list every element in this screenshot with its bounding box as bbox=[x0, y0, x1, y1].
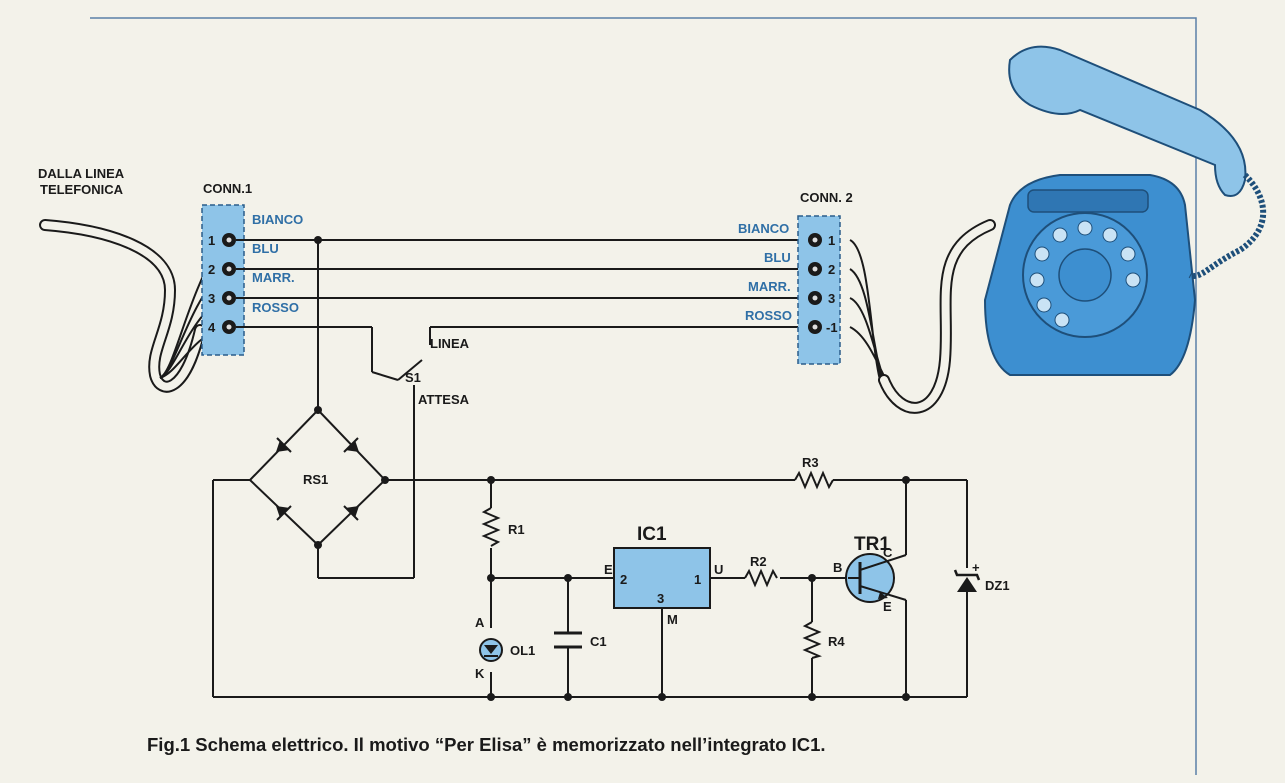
bridge-rs1: RS1 bbox=[249, 406, 389, 549]
r4-label: R4 bbox=[828, 634, 845, 649]
conn1-pin-3: 3 bbox=[208, 291, 215, 306]
switch-label: S1 bbox=[405, 370, 421, 385]
ic1-pin-u: U bbox=[714, 562, 723, 577]
tr1-label: TR1 bbox=[854, 534, 890, 555]
conn1-pin-2: 2 bbox=[208, 262, 215, 277]
resistor-r3-symbol bbox=[794, 470, 834, 490]
conn1-wire-blu: BLU bbox=[252, 241, 279, 256]
phone-cable bbox=[849, 219, 996, 414]
ic1-body bbox=[613, 547, 711, 609]
tr1-pin-b: B bbox=[833, 560, 842, 575]
conn1-pins: 1 2 3 4 bbox=[208, 233, 236, 335]
led-ol1-symbol bbox=[479, 638, 503, 662]
telephone-illustration bbox=[983, 45, 1267, 376]
resistor-r4-symbol bbox=[802, 621, 822, 659]
conn2-wire-rosso: ROSSO bbox=[745, 308, 792, 323]
r3-label: R3 bbox=[802, 455, 819, 470]
figure-caption: Fig.1 Schema elettrico. Il motivo “Per E… bbox=[147, 734, 826, 755]
switch-pos-attesa: ATTESA bbox=[418, 392, 470, 407]
conn1-wire-bianco: BIANCO bbox=[252, 212, 303, 227]
conn2-label: CONN. 2 bbox=[800, 190, 853, 205]
figure-frame bbox=[90, 17, 1197, 775]
line-source-label-1: DALLA LINEA bbox=[38, 166, 125, 181]
ic1-pin-m: M bbox=[667, 612, 678, 627]
zener-label: DZ1 bbox=[985, 578, 1010, 593]
ic1-pin-3: 3 bbox=[657, 591, 664, 606]
transistor-tr1-symbol bbox=[845, 553, 907, 603]
led-cathode-label: K bbox=[475, 666, 485, 681]
conn1-wire-marr: MARR. bbox=[252, 270, 295, 285]
line-source-label-2: TELEFONICA bbox=[40, 182, 124, 197]
conn1-wire-rosso: ROSSO bbox=[252, 300, 299, 315]
ic1-pin-e: E bbox=[604, 562, 613, 577]
trunk-wires bbox=[236, 236, 808, 578]
conn2-pin-3: 3 bbox=[828, 291, 835, 306]
tr1-pin-c: C bbox=[883, 545, 893, 560]
resistor-r2-symbol bbox=[744, 568, 778, 588]
c1-label: C1 bbox=[590, 634, 607, 649]
capacitor-c1-symbol bbox=[554, 631, 582, 649]
tr1-pin-e: E bbox=[883, 599, 892, 614]
conn1-label: CONN.1 bbox=[203, 181, 252, 196]
conn2-pins: 1 2 3 -1 bbox=[808, 233, 838, 335]
zener-plus-label: + bbox=[972, 560, 980, 575]
conn2-pin-1: 1 bbox=[828, 233, 835, 248]
conn2-wire-marr: MARR. bbox=[748, 279, 791, 294]
circuit-wiring bbox=[212, 476, 968, 701]
incoming-cable bbox=[39, 219, 223, 393]
r2-label: R2 bbox=[750, 554, 767, 569]
zener-dz1-symbol bbox=[953, 569, 981, 592]
resistor-r1-symbol bbox=[481, 507, 501, 547]
conn2-wire-blu: BLU bbox=[764, 250, 791, 265]
conn2-pin-4: -1 bbox=[826, 320, 838, 335]
ic1-label: IC1 bbox=[637, 524, 667, 545]
conn2-pin-2: 2 bbox=[828, 262, 835, 277]
led-label: OL1 bbox=[510, 643, 535, 658]
bridge-label: RS1 bbox=[303, 472, 328, 487]
conn1-pin-1: 1 bbox=[208, 233, 215, 248]
ic1-pin-2: 2 bbox=[620, 572, 627, 587]
led-anode-label: A bbox=[475, 615, 485, 630]
conn1-pin-4: 4 bbox=[208, 320, 216, 335]
conn2-wire-bianco: BIANCO bbox=[738, 221, 789, 236]
r1-label: R1 bbox=[508, 522, 525, 537]
switch-pos-linea: LINEA bbox=[430, 336, 470, 351]
ic1-pin-1: 1 bbox=[694, 572, 701, 587]
